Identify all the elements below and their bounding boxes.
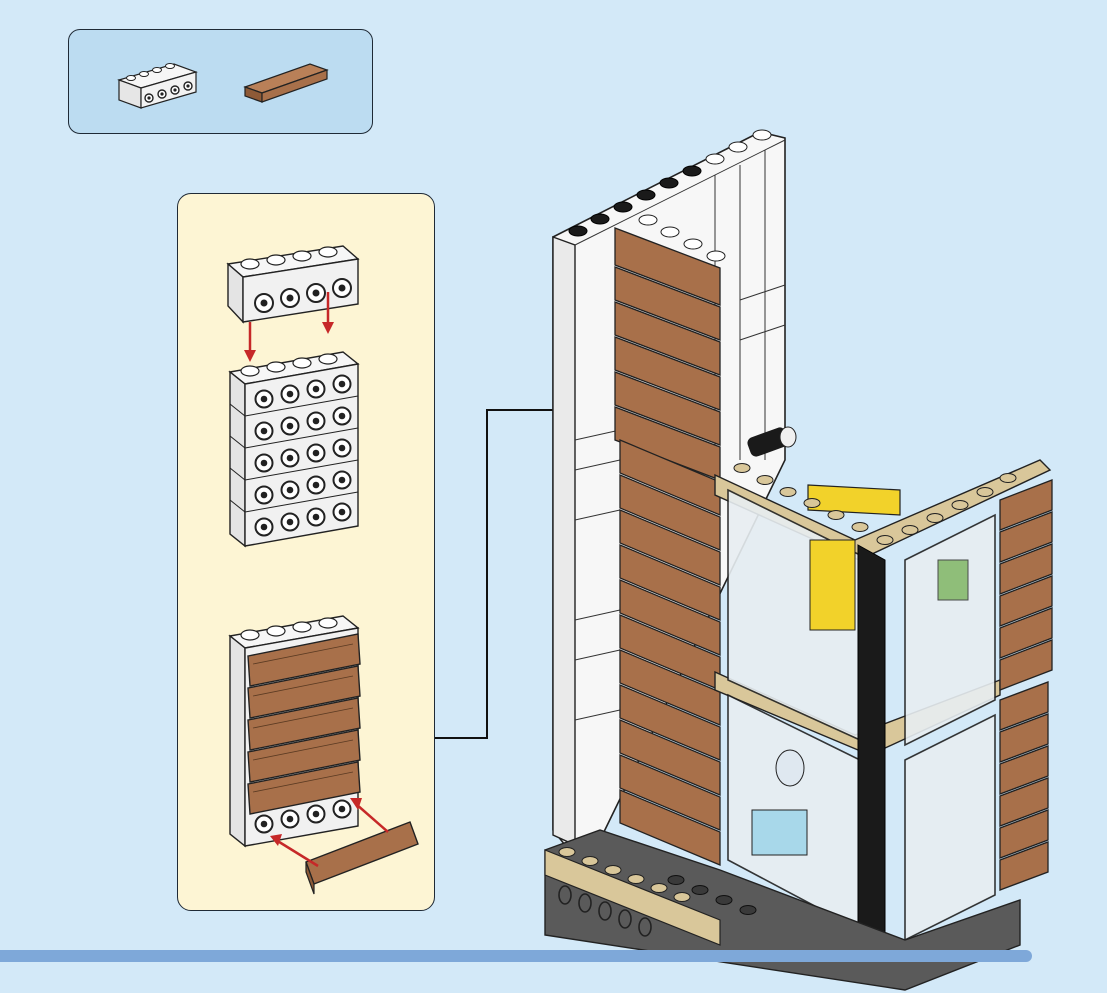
page-progress-bar bbox=[0, 950, 1032, 962]
building-model bbox=[545, 130, 1052, 990]
